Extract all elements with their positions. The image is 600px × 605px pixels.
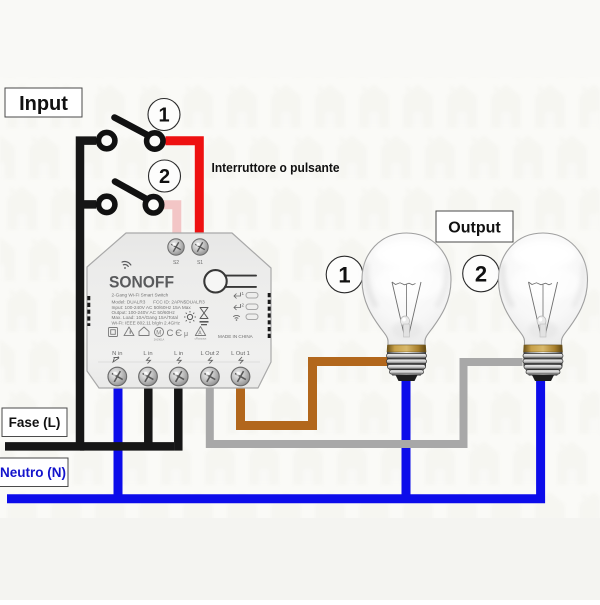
svg-text:Model: DUALR3 FCC ID: 2AP: Model: DUALR3 FCC ID: 2APN5DUALR3 [112,300,206,305]
svg-text:N in: N in [112,351,122,357]
svg-text:L in: L in [143,351,152,357]
svg-text:2AJ901A: 2AJ901A [154,338,165,342]
svg-text:Wi-Fi: IEEE 802.11 b/g/n 2.4GH: Wi-Fi: IEEE 802.11 b/g/n 2.4GHz [112,320,181,325]
svg-text:Output: Output [448,220,501,237]
svg-text:S1: S1 [197,260,203,266]
svg-text:Fase (L): Fase (L) [9,415,61,430]
svg-text:μ: μ [184,331,188,338]
svg-text:1: 1 [338,263,350,288]
svg-text:L in: L in [174,351,183,357]
svg-text:Neutro (N): Neutro (N) [0,465,66,480]
svg-text:2: 2 [242,303,245,308]
svg-text:A: A [198,331,202,337]
svg-text:MADE IN CHINA: MADE IN CHINA [218,334,254,339]
svg-text:Max. Load: 10A/Gang 15A/Total: Max. Load: 10A/Gang 15A/Total [112,315,178,320]
svg-text:L Out 1: L Out 1 [231,351,250,357]
svg-text:C Є: C Є [167,328,183,339]
svg-text:M: M [156,331,161,337]
svg-text:1: 1 [158,105,169,127]
svg-text:Input: Input [19,93,68,115]
svg-text:Interruttore o pulsante: Interruttore o pulsante [212,160,340,175]
svg-text:1: 1 [242,291,245,296]
svg-text:S2: S2 [173,260,179,266]
svg-text:SONOFF: SONOFF [109,273,174,292]
svg-text:L Out 2: L Out 2 [200,351,219,357]
svg-text:Input: 100-240V AC 50/60Hz 15A: Input: 100-240V AC 50/60Hz 15A Max [112,305,192,310]
svg-text:Output: 100-240V AC 50/60Hz: Output: 100-240V AC 50/60Hz [112,310,176,315]
svg-text:cRuuuuus: cRuuuuus [195,337,207,341]
svg-text:2: 2 [159,166,170,188]
svg-text:2: 2 [475,262,487,287]
svg-text:2-Gang Wi-Fi Smart Switch: 2-Gang Wi-Fi Smart Switch [112,292,169,297]
